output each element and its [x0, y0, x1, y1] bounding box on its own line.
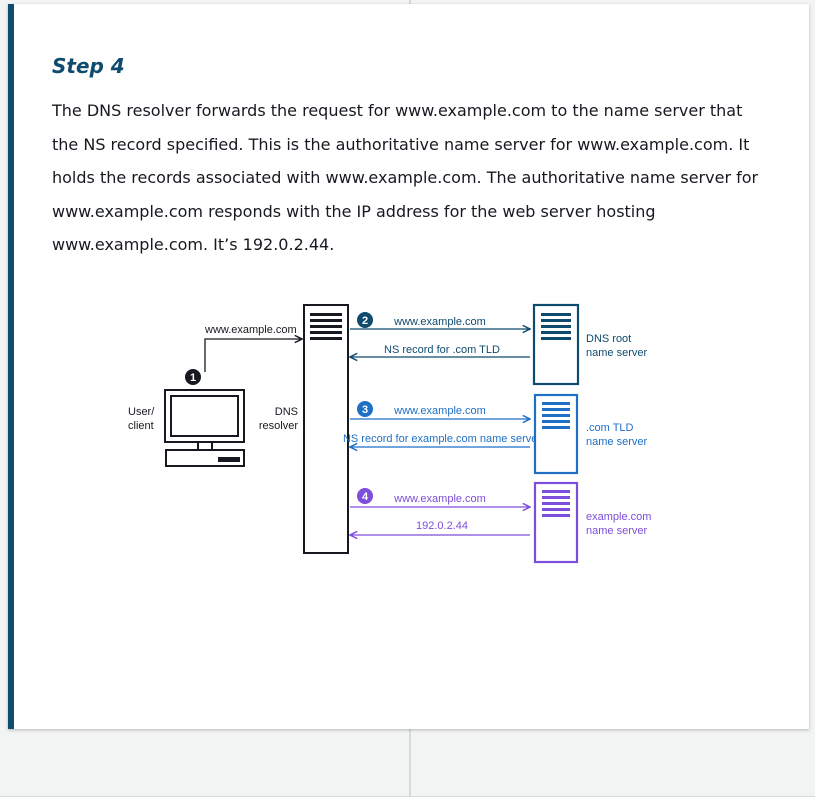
tld-request-label: www.example.com: [393, 405, 486, 417]
auth-step-badge: 4: [357, 488, 373, 504]
root-step-number: 2: [362, 315, 368, 327]
root-response-label: NS record for .com TLD: [384, 344, 500, 356]
tld-step-badge: 3: [357, 401, 373, 417]
client-label-line1: User/: [128, 406, 155, 418]
client-label-line2: client: [128, 420, 154, 432]
step-title: Step 4: [52, 54, 125, 78]
auth-step-number: 4: [362, 491, 369, 503]
auth-server-label-line1: example.com: [586, 511, 651, 523]
root-server-label-line1: DNS root: [586, 333, 631, 345]
client-step-number: 1: [190, 372, 196, 384]
auth-server-label-line2: name server: [586, 525, 647, 537]
root-server-label-line2: name server: [586, 347, 647, 359]
root-step-badge: 2: [357, 312, 373, 328]
client-request-arrow: [204, 339, 302, 372]
step-description: The DNS resolver forwards the request fo…: [52, 101, 759, 254]
next-card-edge: [0, 796, 815, 801]
step-card: [8, 4, 809, 729]
resolver-label-line1: DNS: [275, 406, 298, 418]
tld-response-label: NS record for example.com name server: [343, 433, 541, 445]
auth-server-icon: [533, 481, 579, 564]
tld-step-number: 3: [362, 404, 368, 416]
tld-server-label-line1: .com TLD: [586, 422, 634, 434]
auth-response-label: 192.0.2.44: [416, 520, 468, 532]
tld-server-label-line2: name server: [586, 436, 647, 448]
tld-server-icon: [533, 393, 579, 475]
client-request-label: www.example.com: [204, 324, 297, 336]
root-server-icon: [532, 303, 580, 386]
dns-resolver-icon: [303, 304, 349, 554]
client-step-badge: 1: [185, 369, 201, 385]
resolver-label-line2: resolver: [259, 420, 298, 432]
computer-icon: [164, 389, 245, 467]
auth-request-label: www.example.com: [393, 493, 486, 505]
root-request-label: www.example.com: [393, 316, 486, 328]
